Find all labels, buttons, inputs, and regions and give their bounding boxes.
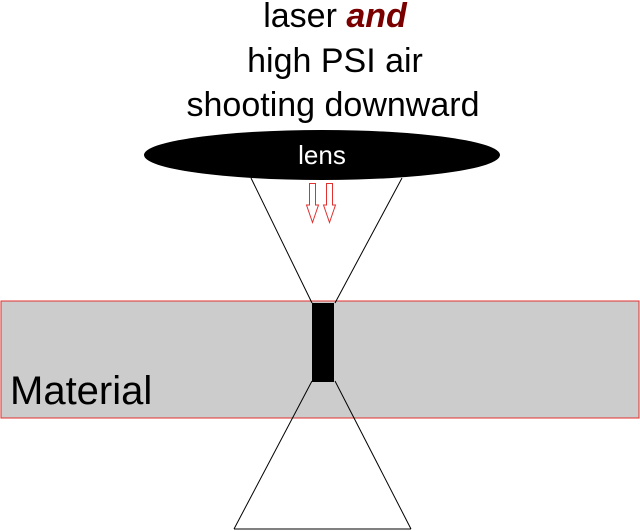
material-label: Material: [10, 369, 152, 413]
down-arrow-outline-icon: [305, 183, 337, 225]
cut-kerf: [312, 303, 334, 382]
air-arrow-right: [322, 183, 337, 225]
caption-line-2: high PSI air: [247, 42, 423, 80]
beam-upper-left: [250, 177, 313, 304]
caption-line-1-prefix: laser: [263, 0, 346, 35]
air-arrow-left: [305, 183, 320, 225]
lens-label: lens: [298, 140, 346, 170]
caption-line-3: shooting downward: [187, 86, 480, 124]
lens-shape: [144, 130, 500, 180]
beam-lines: [233, 177, 412, 530]
caption-line-1: laser and: [263, 0, 408, 35]
beam-lower-right: [334, 380, 412, 530]
beam-upper-right: [334, 177, 403, 304]
beam-lower-left: [233, 380, 313, 530]
caption-emphasis-and: and: [346, 0, 408, 35]
